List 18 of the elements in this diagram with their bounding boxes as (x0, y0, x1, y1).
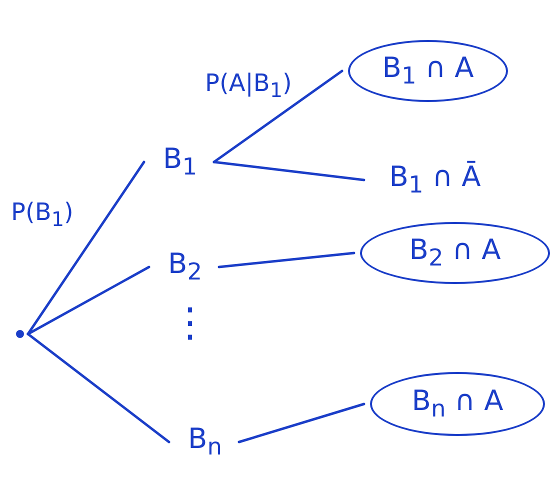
branch-line (26, 332, 170, 444)
branch-line (238, 402, 366, 444)
branch-label: B$_{1}$ (150, 140, 210, 184)
outcome-ellipse (370, 372, 545, 436)
branch-line (26, 266, 150, 336)
outcome-ellipse (348, 40, 508, 102)
outcome-ellipse (360, 222, 550, 284)
outcome-label: B$_{1}$ ∩ A (382, 54, 474, 88)
branch-line (212, 160, 366, 182)
branch-label: B$_{2}$ (155, 245, 215, 289)
outcome-text: B$_{1}$ ∩ Ā (370, 156, 500, 204)
outcome-label: B$_{2}$ ∩ A (409, 236, 501, 270)
outcome-label: B$_{n}$ ∩ A (412, 387, 504, 421)
root-dot (16, 330, 24, 338)
branch-line (218, 252, 356, 268)
branch-line (26, 160, 146, 336)
branch-label: B$_{n}$ (175, 420, 235, 464)
branch-line (212, 70, 344, 164)
